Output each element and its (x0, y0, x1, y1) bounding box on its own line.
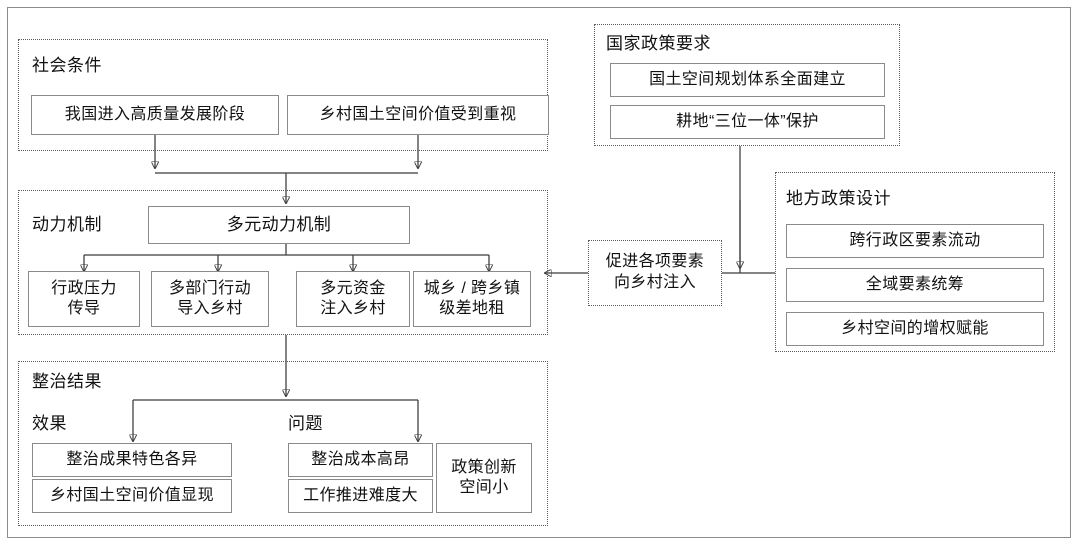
group-remediation-results (18, 361, 548, 526)
group-title-driving-mechanism: 动力机制 (32, 215, 102, 234)
node-driving-3[interactable]: 城乡 / 跨乡镇 级差地租 (413, 271, 531, 327)
node-driving-2[interactable]: 多元资金 注入乡村 (296, 271, 410, 327)
node-driving-headline[interactable]: 多元动力机制 (148, 206, 410, 244)
node-national-0[interactable]: 国土空间规划体系全面建立 (610, 63, 885, 97)
node-social-0[interactable]: 我国进入高质量发展阶段 (31, 95, 279, 135)
node-national-1[interactable]: 耕地“三位一体”保护 (610, 105, 885, 139)
node-local-0[interactable]: 跨行政区要素流动 (786, 224, 1044, 258)
node-problem-0[interactable]: 整治成本高昂 (288, 443, 433, 477)
group-title-social-conditions: 社会条件 (32, 56, 102, 75)
node-local-1[interactable]: 全域要素统筹 (786, 268, 1044, 302)
node-problem-2[interactable]: 政策创新 空间小 (436, 443, 532, 513)
node-effect-1[interactable]: 乡村国土空间价值显现 (32, 479, 232, 513)
group-local-policy (775, 172, 1055, 352)
node-problem-1[interactable]: 工作推进难度大 (288, 479, 433, 513)
node-social-1[interactable]: 乡村国土空间价值受到重视 (287, 95, 549, 135)
group-title-local-policy: 地方政策设计 (786, 189, 891, 208)
group-national-policy (594, 24, 900, 146)
node-effect-0[interactable]: 整治成果特色各异 (32, 443, 232, 477)
node-driving-1[interactable]: 多部门行动 导入乡村 (151, 271, 269, 327)
group-driving-mechanism (18, 190, 548, 335)
subtitle-effects: 效果 (32, 414, 67, 433)
group-title-remediation-results: 整治结果 (32, 372, 102, 391)
node-promote-elements[interactable]: 促进各项要素 向乡村注入 (588, 240, 722, 306)
subtitle-problems: 问题 (288, 414, 323, 433)
node-local-2[interactable]: 乡村空间的增权赋能 (786, 312, 1044, 346)
node-driving-0[interactable]: 行政压力 传导 (28, 271, 140, 327)
group-title-national-policy: 国家政策要求 (606, 34, 711, 53)
